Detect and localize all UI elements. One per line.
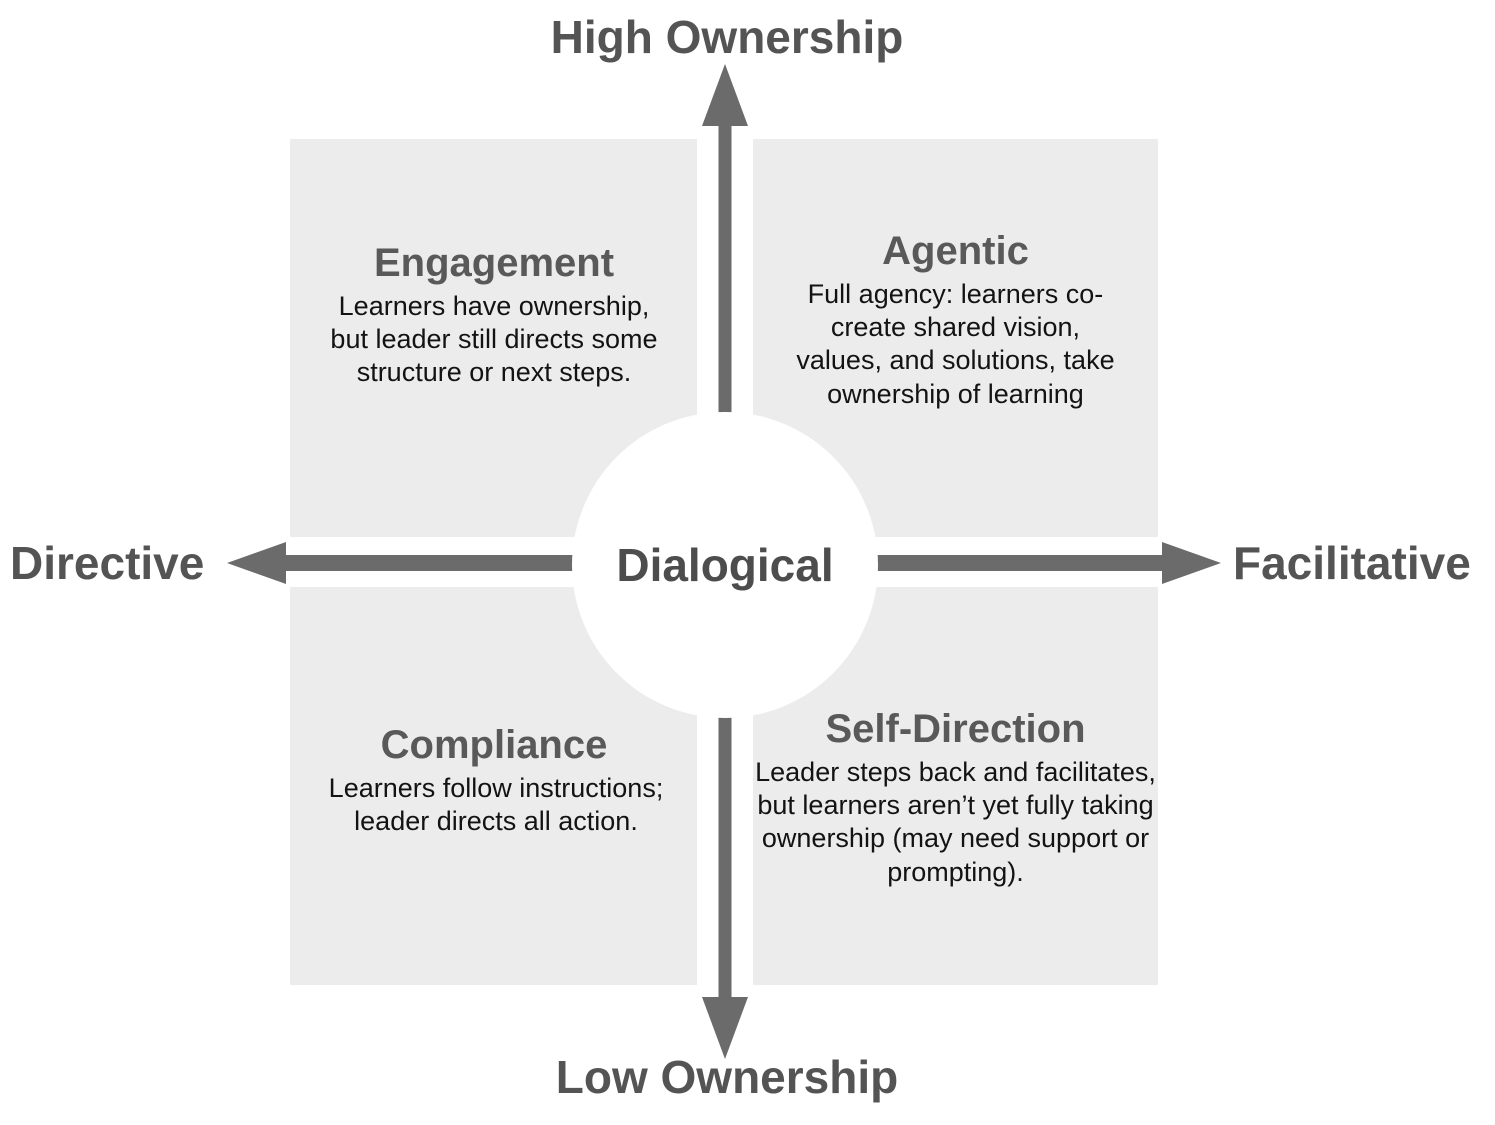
quadrant-description: Leader steps back and facilitates, but l… bbox=[755, 757, 1156, 887]
quadrant-title: Self-Direction bbox=[825, 707, 1086, 751]
quadrant-bottom-right: Self-Direction Leader steps back and fac… bbox=[743, 706, 1168, 889]
axis-label-high-ownership: High Ownership bbox=[550, 11, 904, 63]
quadrant-description: Full agency: learners co-create shared v… bbox=[796, 279, 1115, 409]
axis-label-facilitative: Facilitative bbox=[1233, 537, 1471, 589]
left-arrow-icon bbox=[227, 542, 286, 584]
axis-label-directive: Directive bbox=[10, 537, 205, 589]
quadrant-title: Engagement bbox=[373, 241, 615, 285]
quadrant-title: Compliance bbox=[380, 723, 608, 767]
center-label-dialogical: Dialogical bbox=[616, 539, 834, 591]
quadrant-description: Learners follow instructions; leader dir… bbox=[328, 773, 664, 837]
up-arrow-icon bbox=[702, 64, 748, 126]
right-arrow-icon bbox=[1162, 542, 1221, 584]
quadrant-bottom-left: Compliance Learners follow instructions;… bbox=[300, 722, 688, 838]
quadrant-top-left: Engagement Learners have ownership, but … bbox=[300, 240, 688, 390]
quadrant-description: Learners have ownership, but leader stil… bbox=[330, 291, 658, 388]
quadrant-top-right: Agentic Full agency: learners co-create … bbox=[763, 228, 1148, 411]
quadrant-title: Agentic bbox=[882, 229, 1029, 273]
axis-label-low-ownership: Low Ownership bbox=[555, 1051, 899, 1103]
